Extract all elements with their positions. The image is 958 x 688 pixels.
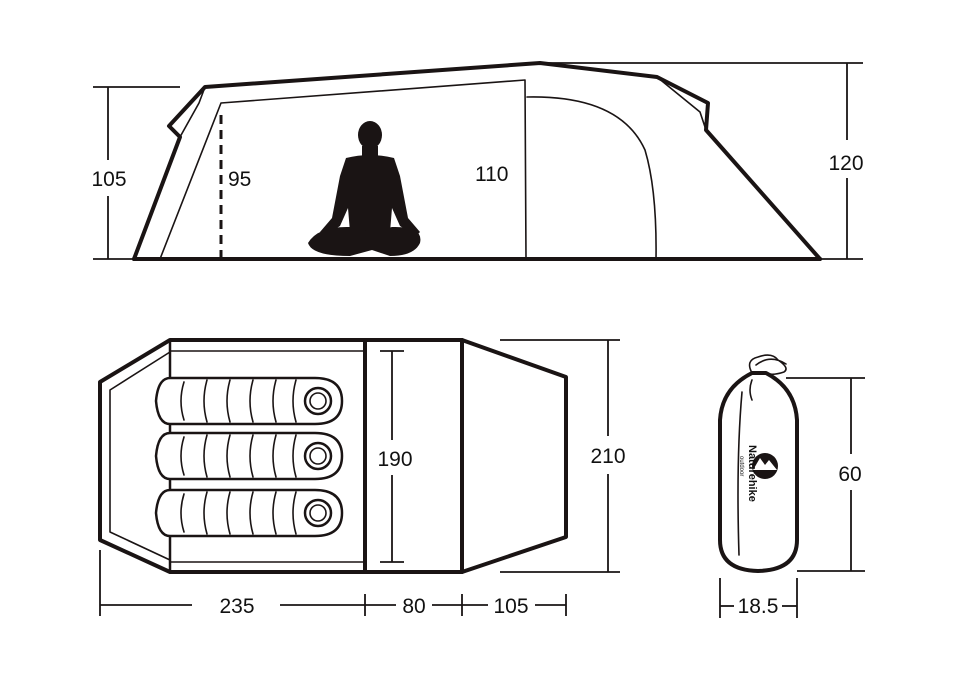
dim-label-190: 190 bbox=[377, 448, 412, 471]
dim-label-120: 120 bbox=[828, 152, 863, 175]
dim-label-95: 95 bbox=[228, 168, 251, 191]
dim-label-235: 235 bbox=[219, 595, 254, 618]
pack-bag-drawcord bbox=[748, 354, 787, 376]
sleeping-bags bbox=[154, 376, 344, 538]
sleeping-bag bbox=[154, 488, 344, 538]
dim-label-18-5: 18.5 bbox=[738, 595, 779, 618]
front-vestibule-inner bbox=[109, 351, 171, 561]
tent-side-outline bbox=[132, 61, 822, 261]
pack-bag-folds bbox=[737, 379, 753, 556]
top-view: 190 210 235 80 105 bbox=[98, 338, 626, 618]
side-view: 105 95 110 120 bbox=[91, 61, 864, 261]
dim-label-80: 80 bbox=[402, 595, 425, 618]
brand-logo-icon bbox=[752, 453, 778, 479]
brand-name: Naturehike bbox=[746, 445, 758, 502]
front-vent bbox=[179, 86, 206, 138]
person-silhouette bbox=[308, 121, 421, 256]
rear-vent bbox=[656, 76, 707, 131]
dim-label-210: 210 bbox=[590, 445, 625, 468]
inner-rear-dome bbox=[526, 96, 657, 260]
dim-label-105: 105 bbox=[91, 168, 126, 191]
sleeping-bag bbox=[154, 376, 344, 426]
dim-label-105-bottom: 105 bbox=[493, 595, 528, 618]
dim-label-60: 60 bbox=[838, 463, 861, 486]
inner-door-panel bbox=[159, 79, 527, 260]
pack-bag-outline bbox=[718, 371, 799, 573]
sleeping-bag bbox=[154, 431, 344, 481]
brand-tagline: outdoor bbox=[738, 456, 744, 476]
pack-bag-view: Naturehike outdoor 60 18.5 bbox=[718, 354, 865, 618]
dim-label-110: 110 bbox=[475, 163, 508, 186]
